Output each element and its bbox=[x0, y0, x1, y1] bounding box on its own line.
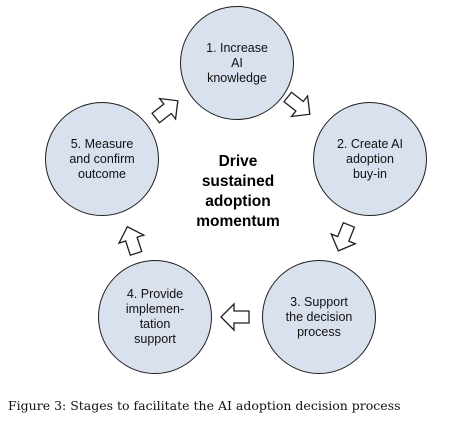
stage-3-label: 3. Support the decision process bbox=[285, 294, 353, 339]
arrow-2-to-3 bbox=[329, 221, 358, 252]
arrow-1-to-2 bbox=[283, 91, 311, 118]
arrow-4-to-5 bbox=[117, 225, 146, 257]
cycle-arrows bbox=[117, 91, 358, 332]
stage-3-circle: 3. Support the decision process bbox=[262, 260, 376, 374]
stage-4-label: 4. Provide implemen- tation support bbox=[125, 287, 185, 346]
stage-5-circle: 5. Measure and confirm outcome bbox=[45, 102, 159, 216]
stage-4-circle: 4. Provide implemen- tation support bbox=[98, 260, 212, 374]
figure-caption: Figure 3: Stages to facilitate the AI ad… bbox=[8, 398, 401, 413]
adoption-cycle-diagram: 1. Increase AI knowledge 2. Create AI ad… bbox=[45, 6, 427, 374]
stage-2-label: 2. Create AI adoption buy-in bbox=[336, 136, 403, 181]
stage-5-label: 5. Measure and confirm outcome bbox=[69, 136, 135, 181]
stage-1-circle: 1. Increase AI knowledge bbox=[180, 6, 294, 120]
stage-1-label: 1. Increase AI knowledge bbox=[206, 40, 268, 85]
arrow-5-to-1 bbox=[151, 97, 179, 124]
center-title: Drive sustained adoption momentum bbox=[196, 153, 280, 230]
arrow-3-to-4 bbox=[220, 302, 250, 332]
stage-2-circle: 2. Create AI adoption buy-in bbox=[313, 102, 427, 216]
